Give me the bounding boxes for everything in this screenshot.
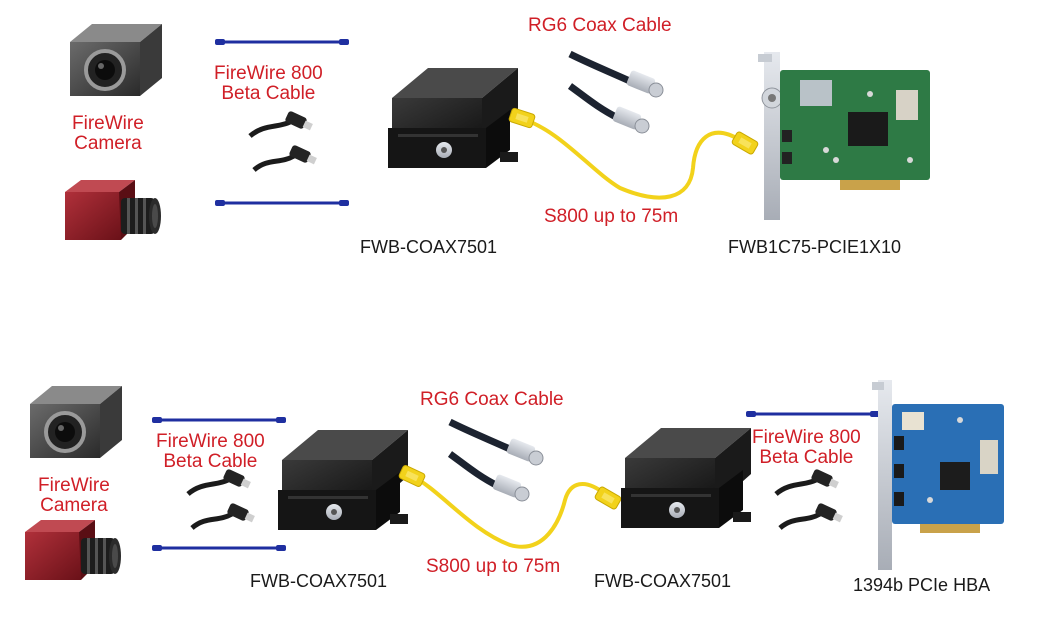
bottom-camera-black bbox=[30, 386, 122, 458]
bottom-s800-cable bbox=[398, 465, 622, 547]
bottom-beta-cable-icon-right bbox=[776, 468, 843, 528]
top-coax-cable-label: RG6 Coax Cable bbox=[528, 16, 672, 35]
bottom-pcie-card bbox=[872, 380, 1004, 570]
bottom-firewire-cable-left-label: FireWire 800 Beta Cable bbox=[156, 432, 265, 472]
bottom-camera-label: FireWire Camera bbox=[38, 476, 110, 516]
bottom-converter-right-label: FWB-COAX7501 bbox=[594, 572, 731, 590]
top-camera-black bbox=[70, 24, 162, 96]
bottom-coax-cable-icon bbox=[450, 422, 543, 501]
top-card-label: FWB1C75-PCIE1X10 bbox=[728, 238, 901, 256]
top-s800-label: S800 up to 75m bbox=[544, 207, 678, 226]
bottom-converter-box-left bbox=[278, 430, 408, 530]
bottom-firewire-link-upper bbox=[152, 417, 286, 423]
bottom-camera-red bbox=[25, 520, 121, 580]
bottom-card-label: 1394b PCIe HBA bbox=[853, 576, 990, 594]
top-beta-cable-icon bbox=[250, 110, 317, 170]
bottom-beta-cable-icon-left bbox=[188, 468, 255, 528]
top-firewire-cable-label: FireWire 800 Beta Cable bbox=[214, 64, 323, 104]
bottom-firewire-cable-right-label: FireWire 800 Beta Cable bbox=[752, 428, 861, 468]
bottom-firewire-link-lower bbox=[152, 545, 286, 551]
top-camera-label: FireWire Camera bbox=[72, 114, 144, 154]
top-firewire-link-lower bbox=[215, 200, 349, 206]
top-firewire-link-upper bbox=[215, 39, 349, 45]
top-coax-cable-icon bbox=[570, 54, 663, 133]
bottom-firewire-link-right bbox=[746, 411, 880, 417]
top-pcie-card bbox=[758, 52, 930, 220]
top-camera-red bbox=[65, 180, 161, 240]
bottom-converter-left-label: FWB-COAX7501 bbox=[250, 572, 387, 590]
top-converter-box bbox=[388, 68, 518, 168]
top-converter-label: FWB-COAX7501 bbox=[360, 238, 497, 256]
bottom-s800-label: S800 up to 75m bbox=[426, 557, 560, 576]
bottom-coax-cable-label: RG6 Coax Cable bbox=[420, 390, 564, 409]
bottom-converter-box-right bbox=[621, 428, 751, 528]
